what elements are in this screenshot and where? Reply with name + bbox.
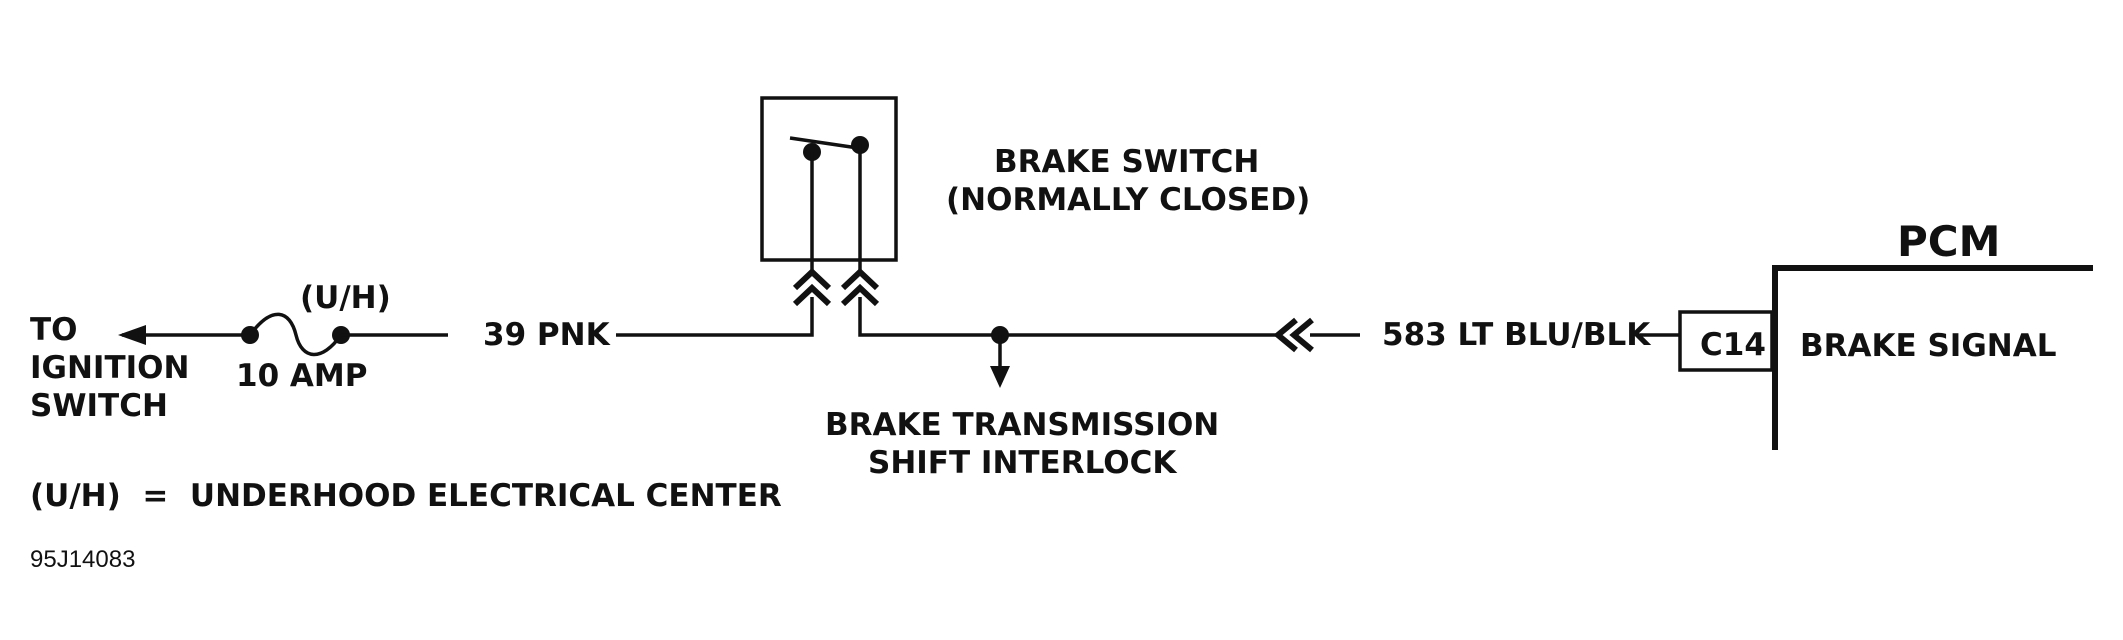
pcm-outline <box>1772 265 2093 450</box>
interlock-arrow-icon <box>990 366 1010 388</box>
c14-connector-label: C14 <box>1700 327 1766 363</box>
switch-contact-arm <box>789 136 859 150</box>
legend-text: (U/H) = UNDERHOOD ELECTRICAL CENTER <box>30 478 782 514</box>
brake-signal-label: BRAKE SIGNAL <box>1800 328 2056 364</box>
fuse-icon <box>248 312 343 357</box>
switch-right-connector-icon <box>840 267 880 307</box>
figure-code: 95J14083 <box>30 546 135 573</box>
wire-583-label: 583 LT BLU/BLK <box>1382 317 1651 353</box>
interlock-label: BRAKE TRANSMISSION SHIFT INTERLOCK <box>825 407 1230 481</box>
wire-39-label: 39 PNK <box>483 317 611 353</box>
to-ignition-label: TO IGNITION SWITCH <box>30 312 200 424</box>
pcm-label: PCM <box>1897 217 2000 266</box>
wire-583-switch-side <box>858 297 1278 337</box>
ignition-arrow-icon <box>118 325 146 345</box>
wire-39-pnk <box>616 297 814 337</box>
fuse-rating-label: 10 AMP <box>236 358 368 394</box>
brake-switch-label: BRAKE SWITCH (NORMALLY CLOSED) <box>946 144 1310 218</box>
fuse-location-label: (U/H) <box>300 280 391 316</box>
brake-switch-box <box>760 96 898 262</box>
switch-left-connector-icon <box>792 267 832 307</box>
inline-connector-icon <box>1273 317 1314 353</box>
